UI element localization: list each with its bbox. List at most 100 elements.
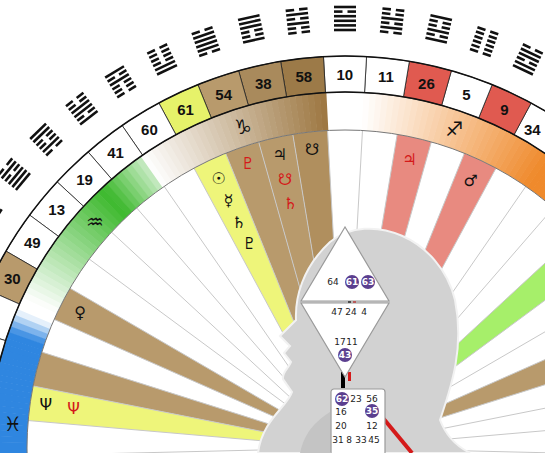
active-gate: 63 (361, 275, 375, 289)
hexagram-line (77, 116, 84, 121)
active-gate: 61 (345, 275, 359, 289)
gate-number: 60 (141, 122, 158, 137)
planet-symbol: Ψ (67, 401, 80, 417)
hexagram-line (105, 66, 124, 77)
hexagram-line (287, 18, 295, 22)
hexagram-line (126, 82, 133, 86)
planet-symbol: ♄ (283, 196, 297, 212)
hexagram-line (474, 36, 482, 39)
zodiac-band (0, 448, 27, 453)
planet-symbol: ♇ (242, 236, 256, 252)
hexagram-line (425, 38, 446, 43)
planet-symbol: ☉ (212, 171, 226, 187)
hexagram-line (46, 150, 52, 156)
planet-symbol: ♄ (232, 215, 246, 231)
gate-number: 38 (255, 76, 272, 91)
hexagram-line (430, 15, 451, 20)
hexagram-line (241, 32, 249, 34)
hexagram-line (5, 175, 10, 182)
hexagram-line (286, 9, 294, 13)
throat-center: 622356163520123183345 (330, 388, 386, 453)
hexagram-line (165, 57, 173, 61)
hexagram-line (238, 15, 259, 20)
gate-number: 58 (295, 69, 312, 84)
gate-number: 9 (500, 102, 508, 117)
gate-number: 47 (331, 308, 342, 317)
hexagram-line (487, 40, 495, 43)
hexagram-line (30, 124, 46, 139)
hexagram-line (483, 53, 491, 56)
hexagram-line (442, 27, 450, 29)
hexagram-line (288, 31, 296, 35)
hexagram-line (381, 18, 403, 20)
hexagram-line (334, 24, 356, 27)
ring-border (0, 92, 545, 453)
gate-divider (70, 288, 293, 418)
hexagram-line (129, 86, 136, 90)
hexagram-line (117, 93, 124, 97)
gate-number: 8 (346, 436, 352, 445)
gate-number: 4 (361, 308, 367, 317)
hexagram-line (50, 134, 56, 140)
zodiac-band (344, 92, 351, 130)
zodiac-band (0, 436, 27, 443)
gate-number: 10 (337, 67, 354, 82)
hexagram-line (521, 48, 541, 57)
activation-bar (348, 372, 351, 381)
hexagram-line (239, 20, 260, 25)
hexagram-line (88, 107, 95, 112)
hexagram-line (519, 53, 539, 62)
hexagram-line (192, 32, 200, 35)
zodiac-sign: ♓ (4, 414, 22, 434)
hexagram-line (112, 85, 119, 89)
planet-symbol: ♇ (241, 156, 255, 172)
active-gate: 35 (365, 404, 379, 418)
hexagram-line (242, 36, 250, 38)
gate-number: 61 (177, 102, 194, 117)
hexagram-line (396, 9, 404, 13)
zodiac-sign: ♐ (445, 119, 463, 139)
hexagram-line (471, 45, 479, 48)
hexagram-line (334, 15, 356, 18)
hexagram-line (37, 140, 43, 146)
gate-number: 17 (334, 338, 345, 347)
hexagram-line (124, 78, 131, 82)
hexagram-line (240, 24, 261, 29)
hexagram-line (0, 209, 2, 216)
active-gate: 62 (335, 392, 349, 406)
gate-number: 19 (76, 172, 93, 187)
center-outline (300, 226, 390, 302)
hexagram-line (286, 13, 308, 15)
hexagram-line (395, 13, 403, 17)
planet-symbol: ♀ (74, 305, 86, 321)
hexagram-line (153, 63, 161, 67)
planet-symbol: ♂ (464, 173, 478, 189)
hexagram-line (382, 7, 390, 11)
hexagram-line (108, 77, 115, 81)
hexagram-line (163, 53, 171, 57)
planet-symbol: ♃ (402, 152, 416, 168)
hexagram-line (515, 61, 535, 70)
gate-divider (54, 319, 290, 423)
gate-number: 33 (355, 436, 366, 445)
hexagram-line (443, 23, 451, 25)
hexagram-line (199, 53, 207, 56)
hexagram-line (440, 36, 448, 38)
hexagram-line (535, 50, 543, 54)
hexagram-line (476, 32, 484, 35)
hexagram-line (7, 158, 12, 165)
hexagram-line (151, 58, 159, 62)
hexagram-line (254, 29, 262, 31)
gate-number: 41 (107, 145, 124, 160)
gate-number: 64 (327, 278, 338, 287)
gate-number: 11 (346, 338, 357, 347)
hexagram-line (334, 10, 343, 13)
gate-divider (27, 449, 285, 453)
hexagram-line (0, 169, 4, 176)
hexagram-line (205, 27, 213, 30)
center-shape (331, 389, 385, 453)
hexagram-line (157, 65, 177, 74)
hexagram-line (155, 61, 175, 70)
